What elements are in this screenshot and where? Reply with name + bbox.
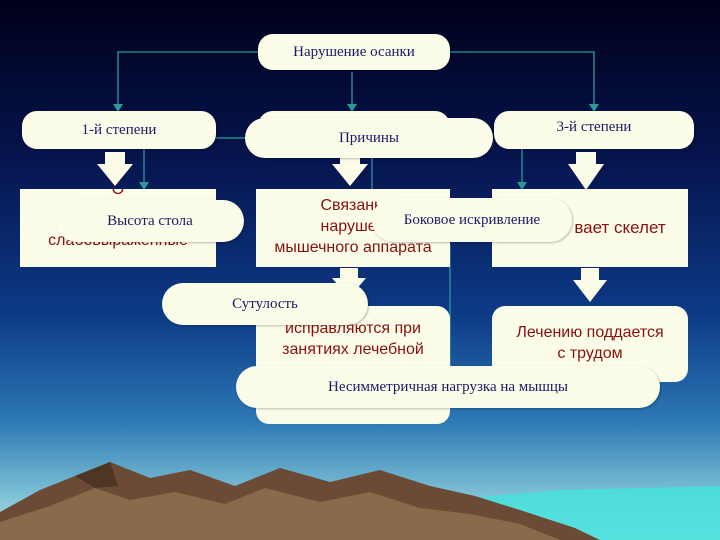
down-arrow-middle — [332, 152, 368, 186]
card-right-text: вает скелет — [574, 218, 666, 237]
card-middle-line-1: Связаны — [320, 197, 386, 214]
treatable-line-1: Лечению поддается — [516, 324, 664, 341]
cause-stoop: Сутулость — [162, 283, 368, 325]
card-middle-line-3: мышечного аппарата — [274, 239, 432, 256]
cause-desk-height: Высота стола — [56, 200, 244, 242]
treatable-line-2: с трудом — [557, 345, 623, 362]
down-arrow-lower-right — [573, 268, 607, 302]
down-arrow-right — [568, 152, 604, 190]
card-left-line-1: О — [111, 189, 125, 198]
cause-asymmetric-load: Несимметричная нагрузка на мышцы — [236, 366, 660, 408]
mountains-shadow — [75, 462, 118, 488]
mountains-front — [0, 488, 560, 540]
down-arrow-left — [97, 152, 133, 186]
root-node: Нарушение осанки — [258, 34, 450, 70]
mountain-scenery — [0, 462, 720, 540]
degree-1-node: 1-й степени — [22, 111, 216, 149]
cause-lateral-curvature: Боковое искривление — [372, 198, 572, 242]
causes-node: Причины — [245, 118, 493, 158]
card-middle-line-2: нарушен — [320, 218, 386, 235]
correctable-line-2: занятиях лечебной — [282, 341, 424, 358]
degree-3-node: 3-й степени — [494, 111, 694, 149]
